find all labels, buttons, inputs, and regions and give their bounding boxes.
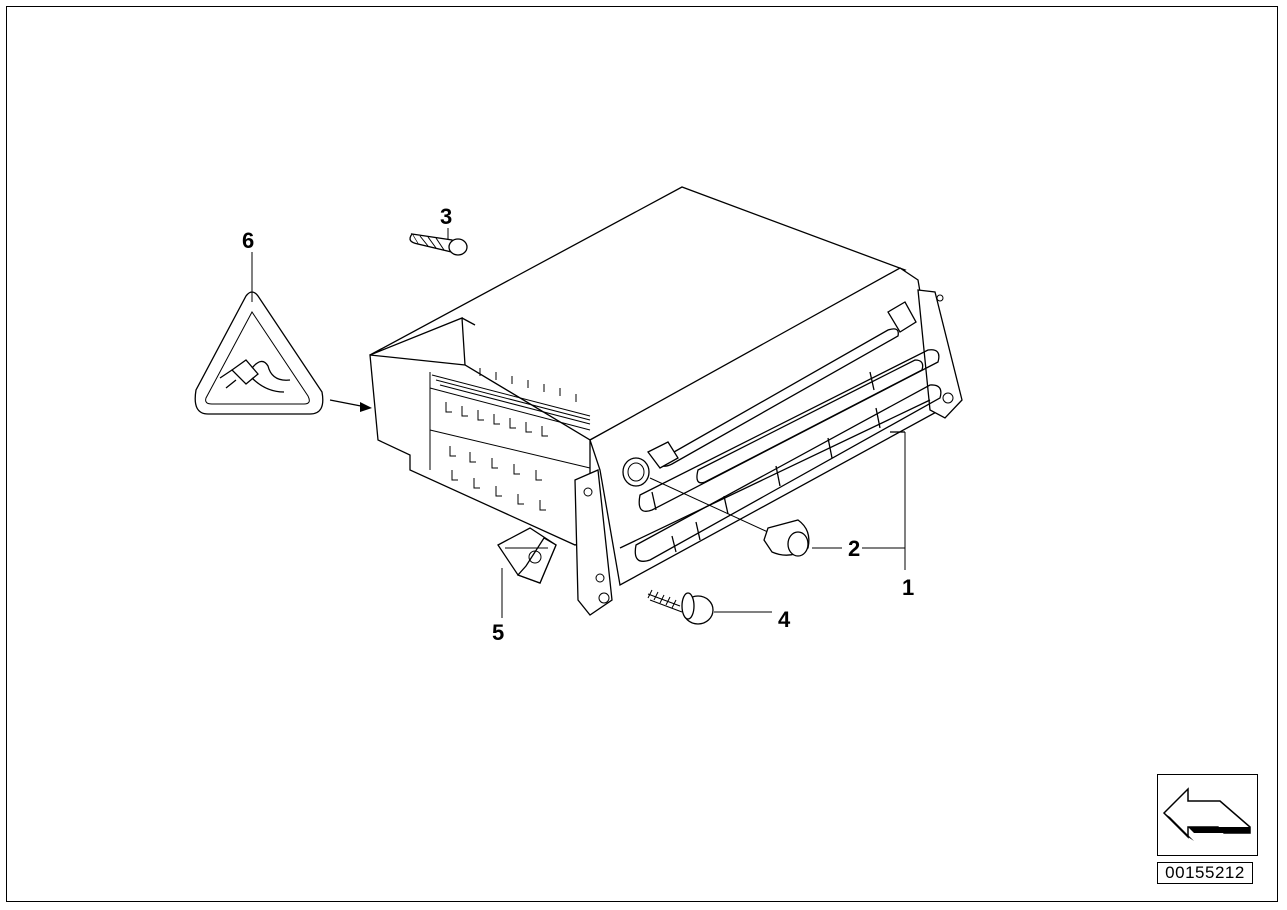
clip-part[interactable] <box>497 527 557 584</box>
warning-triangle-plug-icon <box>194 291 324 415</box>
callout-5: 5 <box>492 620 504 645</box>
diagram-frame <box>6 6 1278 902</box>
small-knob-part[interactable] <box>409 233 468 256</box>
back-arrow-button[interactable] <box>1157 774 1258 856</box>
reference-number: 00155212 <box>1157 862 1253 884</box>
knob-part[interactable] <box>649 477 810 557</box>
callout-4: 4 <box>778 607 791 632</box>
callout-1: 1 <box>902 575 914 600</box>
radio-unit[interactable] <box>369 186 963 616</box>
callout-6: 6 <box>242 228 254 253</box>
back-arrow-icon <box>1162 787 1251 841</box>
pointer-arrow <box>329 399 372 412</box>
screw-part[interactable] <box>647 589 714 625</box>
callout-3: 3 <box>440 204 452 229</box>
callout-2: 2 <box>848 536 860 561</box>
leader-lines <box>251 228 906 618</box>
